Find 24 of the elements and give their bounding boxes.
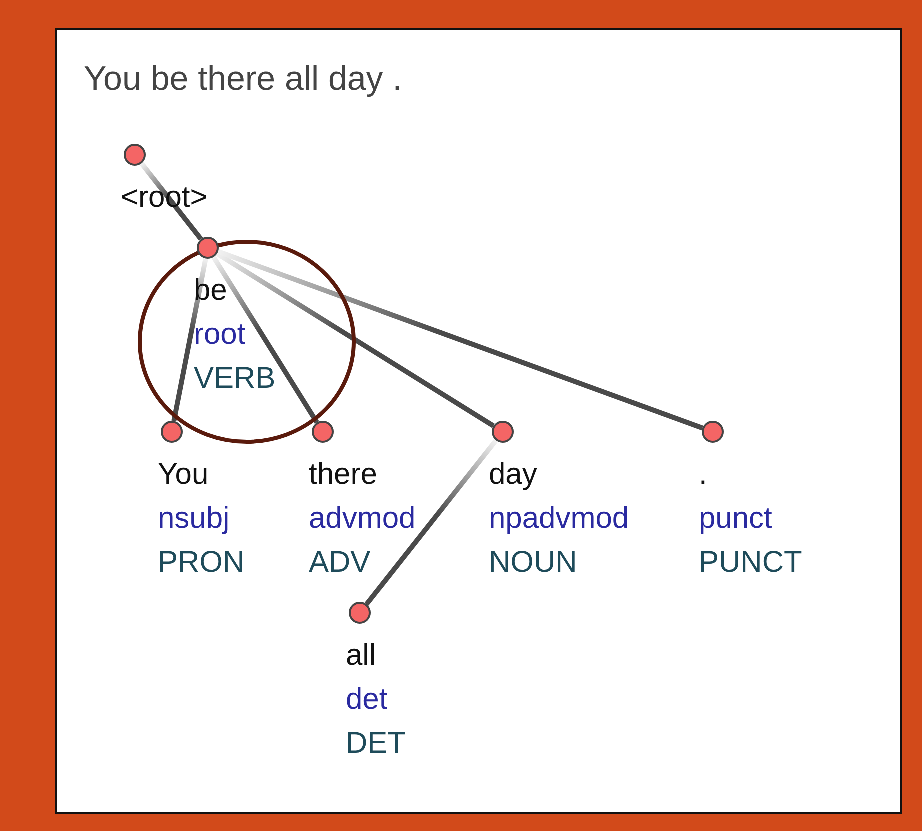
pos-tag: VERB <box>194 357 276 401</box>
dependency-label: root <box>194 317 247 353</box>
dependency-label: nsubj <box>158 501 231 537</box>
word-label: day <box>489 457 538 493</box>
word-label: be <box>194 273 228 309</box>
pos-tag: PRON <box>158 541 245 585</box>
word-label: all <box>346 638 378 674</box>
dependency-line <box>212 256 320 424</box>
dependency-line <box>364 439 498 606</box>
dependency-line <box>217 249 704 431</box>
dependency-label: punct <box>699 501 774 537</box>
dependency-label: npadvmod <box>489 501 630 537</box>
pos-tag: ADV <box>309 541 416 585</box>
dependency-line <box>216 252 495 428</box>
dependency-label: advmod <box>309 501 416 537</box>
pos-tag: DET <box>346 722 406 766</box>
word-label: . <box>699 457 708 493</box>
word-label: there <box>309 457 378 493</box>
dependency-label: det <box>346 682 389 718</box>
pos-tag: PUNCT <box>699 541 802 585</box>
word-label: You <box>158 457 210 493</box>
sentence-title: You be there all day . <box>84 60 402 99</box>
dependency-line <box>172 258 208 422</box>
pos-tag: NOUN <box>489 541 630 585</box>
